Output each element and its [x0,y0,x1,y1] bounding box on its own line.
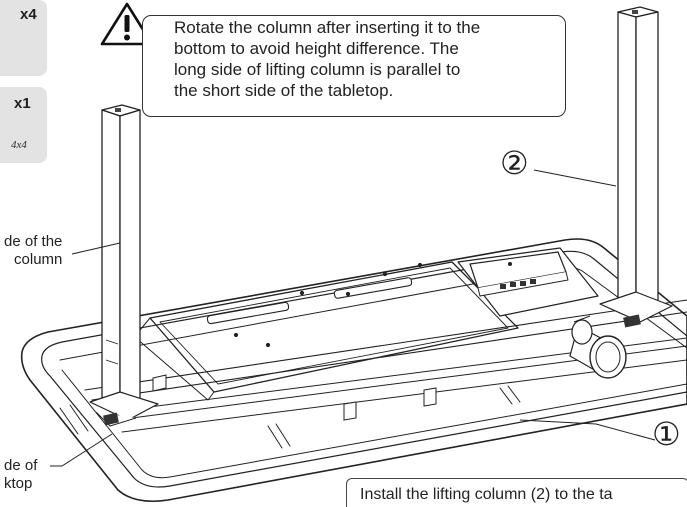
motor-unit [569,315,627,379]
center-panel [135,261,519,401]
column-long-side-label: de of the column [4,233,63,268]
warning-callout [142,15,566,117]
instruction-box [346,478,687,507]
mounting-brackets [152,374,437,421]
tabletop-short-side-label: de of ktop [4,457,38,492]
parts-box-nut [0,87,47,163]
parts-box-screws [0,0,47,76]
screw-quantity: x4 [20,6,37,23]
marker-2: ② [500,145,529,181]
warning-line-1: Rotate the column after inserting it to … [174,18,481,37]
nut-quantity: x1 [14,95,31,112]
warning-triangle-icon [100,2,154,46]
instruction-text: Install the lifting column (2) to the ta [360,486,613,503]
warning-line-4: the short side of the tabletop. [174,81,394,100]
right-lifting-column [599,6,673,328]
left-lifting-column [89,104,159,427]
leader-lines [50,169,656,467]
warning-line-2: bottom to avoid height difference. The [174,39,459,58]
warning-line-3: long side of lifting column is parallel … [174,60,461,79]
nut-size-label: 4x4 [11,139,27,151]
marker-1: ① [652,416,681,452]
warning-callout-text: Rotate the column after inserting it to … [174,17,564,101]
control-box [457,247,599,317]
